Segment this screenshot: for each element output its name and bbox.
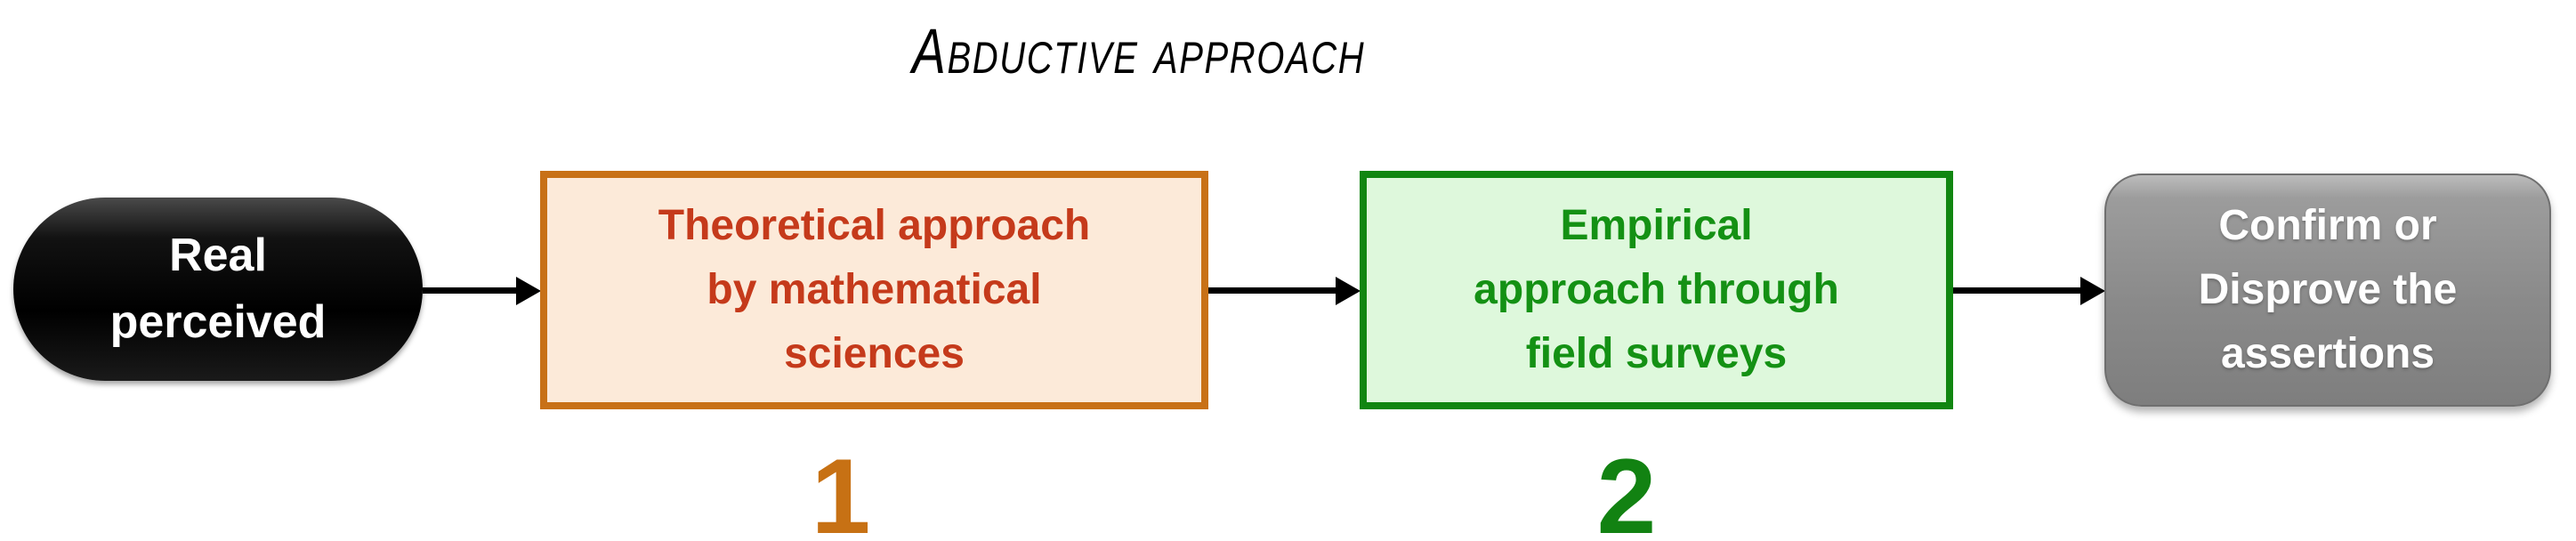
node-real-perceived: Real perceived xyxy=(13,198,423,381)
node-confirm-disprove: Confirm or Disprove the assertions xyxy=(2104,174,2551,407)
arrow-real-to-theoretical xyxy=(423,287,517,294)
arrow-empirical-to-confirm xyxy=(1953,287,2081,294)
diagram-title: Abductive approach xyxy=(912,17,1366,87)
node-theoretical-approach-label: Theoretical approach by mathematical sci… xyxy=(658,202,1091,377)
step-number-2: 2 xyxy=(1596,437,1657,541)
step-number-1: 1 xyxy=(811,437,871,541)
node-real-perceived-label: Real perceived xyxy=(109,229,327,348)
node-empirical-approach-label: Empirical approach through field surveys xyxy=(1474,202,1839,377)
arrow-theoretical-to-empirical xyxy=(1208,287,1336,294)
node-empirical-approach: Empirical approach through field surveys xyxy=(1360,171,1953,409)
node-theoretical-approach: Theoretical approach by mathematical sci… xyxy=(540,171,1208,409)
node-confirm-disprove-label: Confirm or Disprove the assertions xyxy=(2198,202,2458,377)
